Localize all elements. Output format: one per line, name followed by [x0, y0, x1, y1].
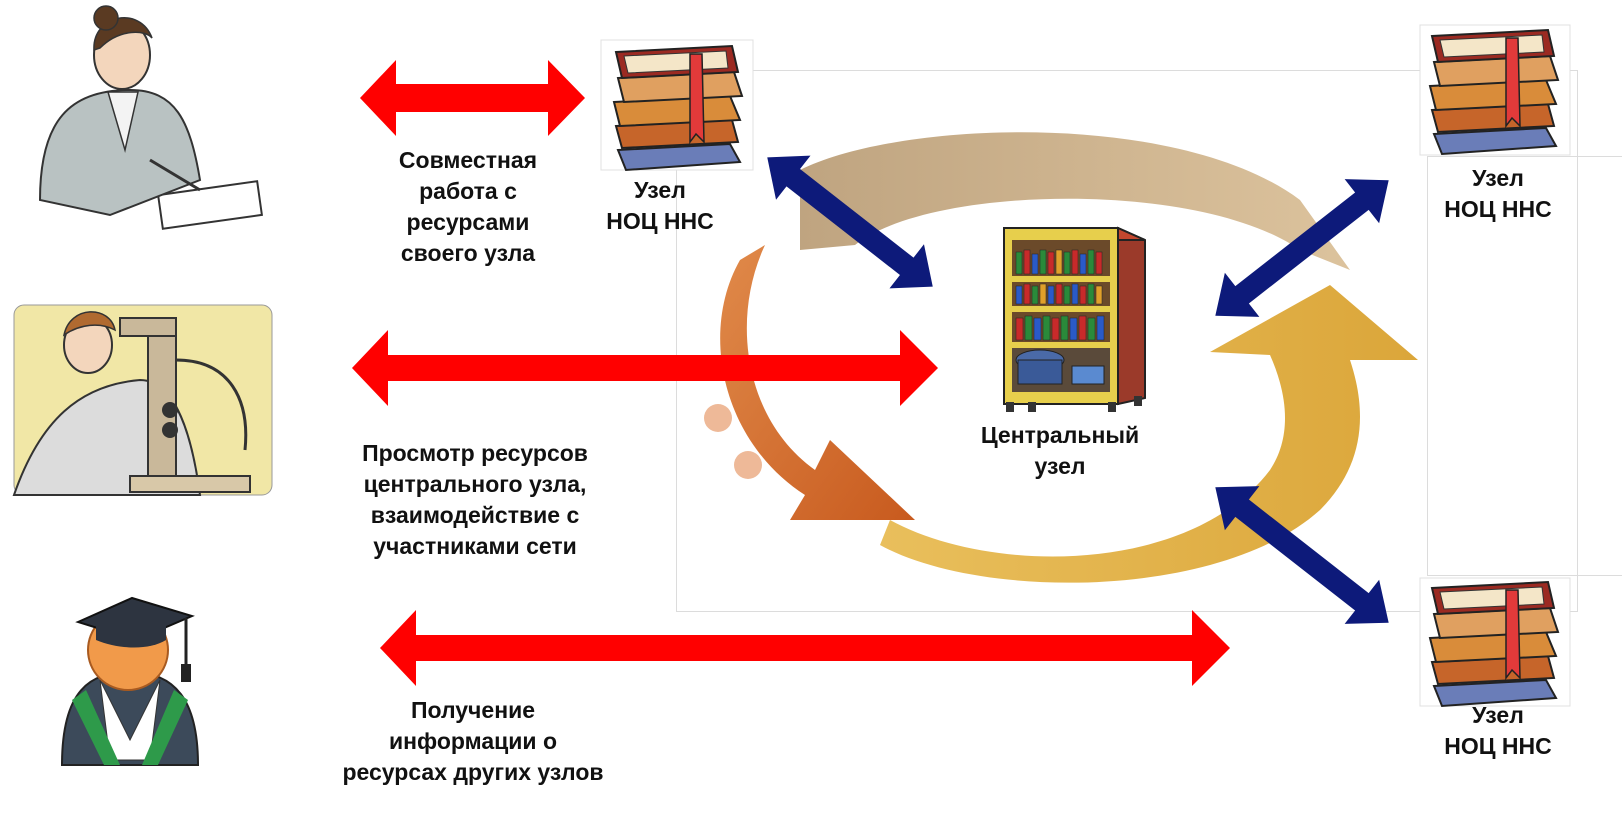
- node-links: [767, 155, 1389, 624]
- cycle-arc-tan: [800, 132, 1350, 270]
- book-stack-icon: [613, 45, 743, 171]
- cycle-arc-gold: [880, 285, 1418, 583]
- right-panel-frame: [1427, 156, 1622, 576]
- red-arrow-view: [352, 330, 938, 406]
- bookshelf-icon: [1003, 226, 1146, 412]
- cycle-dot: [704, 404, 732, 432]
- label-info: Получение информации о ресурсах других у…: [342, 697, 604, 785]
- red-arrow-info: [380, 610, 1230, 686]
- cycle-arrows: [704, 132, 1418, 583]
- label-node-right-top: Узел НОЦ ННС: [1444, 165, 1552, 222]
- hub-frame: [676, 70, 1578, 612]
- cycle-arc-orange: [720, 245, 915, 520]
- label-view: Просмотр ресурсов центрального узла, вза…: [362, 440, 588, 559]
- user-links: [352, 60, 1230, 686]
- red-arrow-collab: [360, 60, 585, 136]
- blue-arrow-right-bottom-node: [1215, 486, 1389, 624]
- blue-arrow-left-node: [767, 155, 933, 289]
- cycle-dot: [734, 451, 762, 479]
- book-stack-icon: [1429, 581, 1559, 707]
- blue-arrow-right-top-node: [1215, 179, 1389, 317]
- label-node-left: Узел НОЦ ННС: [606, 177, 714, 234]
- label-center: Центральный узел: [980, 422, 1140, 479]
- label-node-right-bottom: Узел НОЦ ННС: [1444, 702, 1552, 759]
- scientist-microscope-icon: [12, 304, 273, 496]
- woman-writing-icon: [38, 5, 264, 230]
- label-collab: Совместная работа с ресурсами своего узл…: [398, 147, 538, 266]
- book-stack-icon: [1429, 29, 1559, 155]
- graduate-student-icon: [60, 596, 200, 766]
